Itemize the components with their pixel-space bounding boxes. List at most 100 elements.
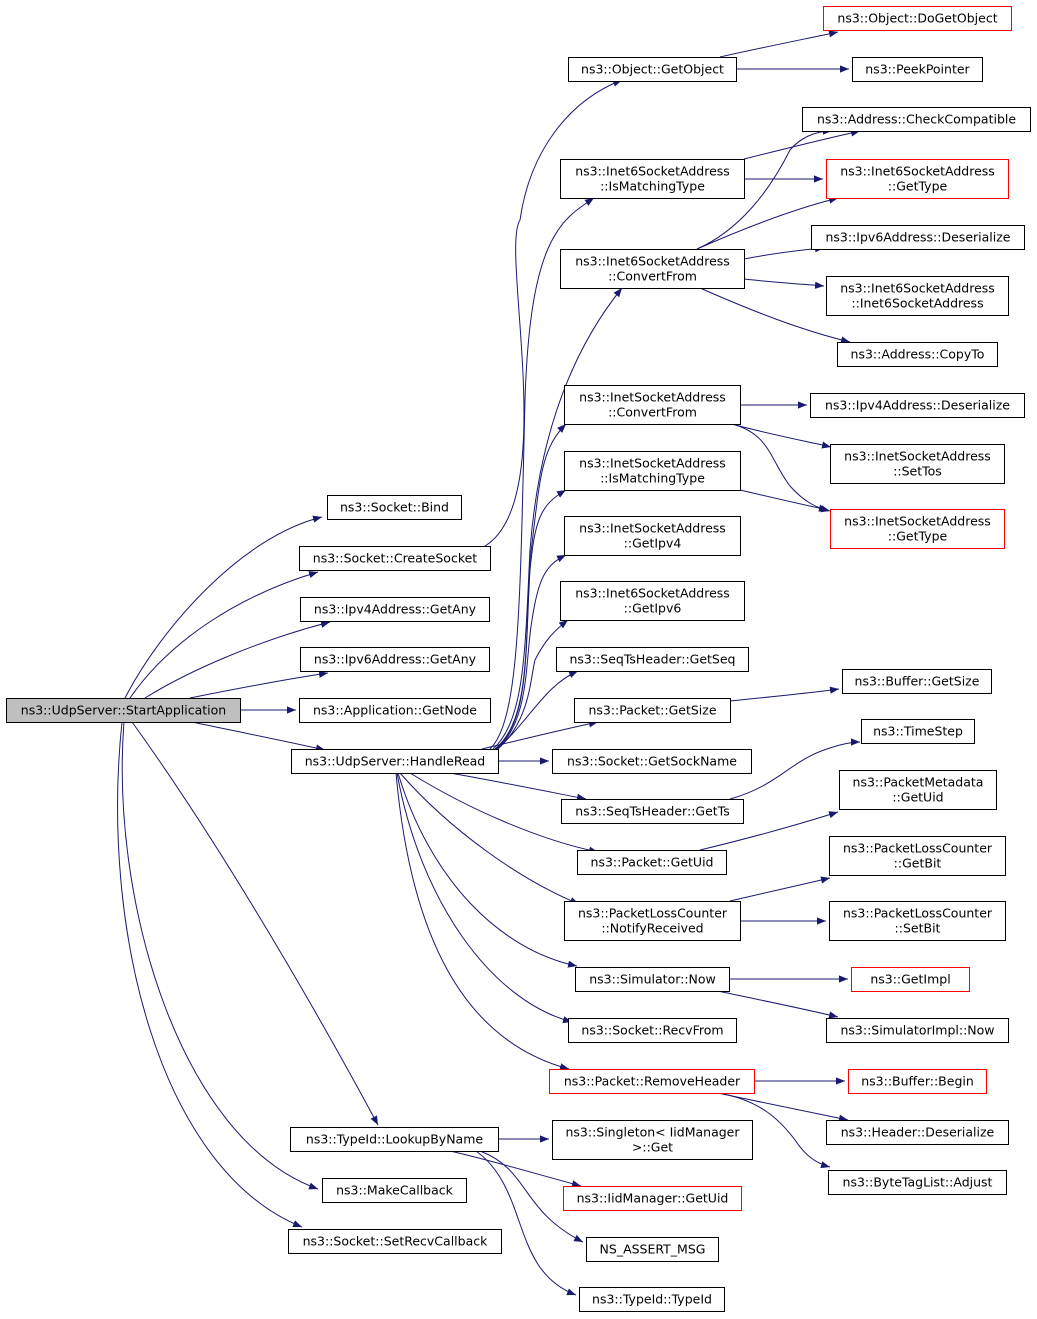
edge-handle-read-seq-getseq bbox=[496, 670, 579, 750]
node-inet-convertfrom[interactable]: ns3::InetSocketAddress::ConvertFrom bbox=[564, 385, 741, 425]
node-label: ::ConvertFrom bbox=[608, 269, 697, 284]
node-box bbox=[575, 967, 730, 992]
node-bytetaglist-adjust[interactable]: ns3::ByteTagList::Adjust bbox=[828, 1170, 1007, 1195]
node-plc-getbit[interactable]: ns3::PacketLossCounter::GetBit bbox=[829, 836, 1006, 876]
node-buffer-getsize[interactable]: ns3::Buffer::GetSize bbox=[842, 669, 992, 694]
node-seq-getts[interactable]: ns3::SeqTsHeader::GetTs bbox=[561, 799, 744, 824]
node-box bbox=[563, 1186, 742, 1211]
node-inet-getipv4[interactable]: ns3::InetSocketAddress::GetIpv4 bbox=[564, 516, 741, 556]
node-label: >::Get bbox=[632, 1140, 673, 1155]
node-label: ns3::PacketLossCounter bbox=[578, 906, 728, 921]
node-inet6-convertfrom[interactable]: ns3::Inet6SocketAddress::ConvertFrom bbox=[560, 249, 745, 289]
node-singleton-get[interactable]: ns3::Singleton< IidManager >::Get bbox=[552, 1120, 753, 1160]
node-ipv6-deserialize[interactable]: ns3::Ipv6Address::Deserialize bbox=[811, 225, 1025, 250]
node-box bbox=[568, 1018, 737, 1043]
node-create-socket[interactable]: ns3::Socket::CreateSocket bbox=[299, 546, 491, 571]
node-box bbox=[560, 581, 745, 621]
edge-inet6-convertfrom-inet6-ctor bbox=[743, 278, 825, 289]
node-box bbox=[826, 276, 1009, 316]
node-label: ::SetBit bbox=[895, 921, 941, 936]
node-simimpl-now[interactable]: ns3::SimulatorImpl::Now bbox=[826, 1018, 1009, 1043]
node-box bbox=[300, 647, 490, 672]
node-inet6-gettype[interactable]: ns3::Inet6SocketAddress::GetType bbox=[826, 159, 1009, 199]
node-plc-setbit[interactable]: ns3::PacketLossCounter::SetBit bbox=[829, 901, 1006, 941]
node-object-getobject[interactable]: ns3::Object::GetObject bbox=[568, 57, 737, 82]
node-ipv6-getany[interactable]: ns3::Ipv6Address::GetAny bbox=[300, 647, 490, 672]
node-label: ns3::Buffer::GetSize bbox=[855, 674, 980, 689]
edge-handle-read-packet-getsize bbox=[481, 720, 599, 750]
node-plc-notify[interactable]: ns3::PacketLossCounter::NotifyReceived bbox=[564, 901, 741, 941]
node-label: ns3::Inet6SocketAddress bbox=[575, 254, 730, 269]
node-ns-assert-msg[interactable]: NS_ASSERT_MSG bbox=[586, 1237, 719, 1262]
node-label: ::GetIpv4 bbox=[624, 536, 682, 551]
node-label: ns3::Object::DoGetObject bbox=[837, 11, 997, 26]
node-inet6-getipv6[interactable]: ns3::Inet6SocketAddress::GetIpv6 bbox=[560, 581, 745, 621]
node-box bbox=[826, 159, 1009, 199]
node-packet-getuid[interactable]: ns3::Packet::GetUid bbox=[577, 850, 727, 875]
node-box bbox=[300, 597, 490, 622]
node-inet-settos[interactable]: ns3::InetSocketAddress::SetTos bbox=[830, 444, 1005, 484]
node-box bbox=[842, 669, 992, 694]
node-getimpl[interactable]: ns3::GetImpl bbox=[851, 967, 970, 992]
node-box bbox=[574, 698, 731, 723]
node-seq-getseq[interactable]: ns3::SeqTsHeader::GetSeq bbox=[556, 647, 749, 672]
node-label: ::GetType bbox=[888, 179, 948, 194]
node-iidmanager-getuid[interactable]: ns3::IidManager::GetUid bbox=[563, 1186, 742, 1211]
node-box bbox=[810, 393, 1025, 418]
node-inet6-ismatching[interactable]: ns3::Inet6SocketAddress::IsMatchingType bbox=[560, 159, 745, 199]
node-pktmeta-getuid[interactable]: ns3::PacketMetadata::GetUid bbox=[839, 770, 997, 810]
node-label: ns3::PacketLossCounter bbox=[843, 906, 993, 921]
node-label: ns3::PeekPointer bbox=[865, 62, 970, 77]
edge-packet-removeheader-bytetaglist-adjust bbox=[717, 1092, 831, 1169]
node-box bbox=[830, 509, 1005, 549]
node-buffer-begin[interactable]: ns3::Buffer::Begin bbox=[848, 1069, 987, 1094]
edge-handle-read-inet-getipv4 bbox=[496, 554, 567, 750]
node-set-recv-callback[interactable]: ns3::Socket::SetRecvCallback bbox=[288, 1229, 502, 1254]
node-label: ns3::Inet6SocketAddress bbox=[840, 281, 995, 296]
node-timestep[interactable]: ns3::TimeStep bbox=[861, 719, 975, 744]
node-header-deserialize[interactable]: ns3::Header::Deserialize bbox=[826, 1120, 1009, 1145]
node-root: ns3::UdpServer::StartApplication bbox=[6, 698, 241, 723]
node-label: ns3::Socket::SetRecvCallback bbox=[303, 1234, 488, 1249]
node-label: ::GetBit bbox=[894, 856, 942, 871]
node-packet-removeheader[interactable]: ns3::Packet::RemoveHeader bbox=[549, 1069, 755, 1094]
node-object-dogetobject[interactable]: ns3::Object::DoGetObject bbox=[823, 6, 1012, 31]
node-ipv4-getany[interactable]: ns3::Ipv4Address::GetAny bbox=[300, 597, 490, 622]
node-label: ns3::Socket::RecvFrom bbox=[581, 1023, 723, 1038]
edge-lookup-by-name-ns-assert-msg bbox=[479, 1150, 584, 1243]
edge-lookup-by-name-typeid-typeid bbox=[475, 1150, 577, 1296]
node-address-checkcompat[interactable]: ns3::Address::CheckCompatible bbox=[802, 107, 1031, 132]
node-label: ::ConvertFrom bbox=[608, 405, 697, 420]
edge-inet6-convertfrom-address-checkcompat bbox=[696, 127, 833, 250]
edge-handle-read-packet-getuid bbox=[409, 772, 599, 854]
edge-root-ipv6-getany bbox=[189, 670, 329, 699]
node-socket-recvfrom[interactable]: ns3::Socket::RecvFrom bbox=[568, 1018, 737, 1043]
node-inet-ismatching[interactable]: ns3::InetSocketAddress::IsMatchingType bbox=[564, 451, 741, 491]
node-label: ns3::GetImpl bbox=[870, 972, 950, 987]
node-label: ns3::Ipv4Address::GetAny bbox=[314, 602, 477, 617]
node-inet6-ctor[interactable]: ns3::Inet6SocketAddress::Inet6SocketAddr… bbox=[826, 276, 1009, 316]
node-app-getnode[interactable]: ns3::Application::GetNode bbox=[299, 698, 491, 723]
node-simulator-now[interactable]: ns3::Simulator::Now bbox=[575, 967, 730, 992]
edge-handle-read-inet6-ismatching bbox=[489, 197, 595, 750]
node-box bbox=[829, 901, 1006, 941]
node-label: ::GetUid bbox=[892, 790, 943, 805]
node-handle-read[interactable]: ns3::UdpServer::HandleRead bbox=[291, 749, 499, 774]
node-ipv4-deserialize[interactable]: ns3::Ipv4Address::Deserialize bbox=[810, 393, 1025, 418]
node-packet-getsize[interactable]: ns3::Packet::GetSize bbox=[574, 698, 731, 723]
node-label: ::Inet6SocketAddress bbox=[851, 296, 983, 311]
node-lookup-by-name[interactable]: ns3::TypeId::LookupByName bbox=[290, 1127, 499, 1152]
node-bind[interactable]: ns3::Socket::Bind bbox=[327, 495, 462, 520]
node-socket-getsockname[interactable]: ns3::Socket::GetSockName bbox=[552, 749, 752, 774]
node-box bbox=[564, 385, 741, 425]
node-inet-gettype[interactable]: ns3::InetSocketAddress::GetType bbox=[830, 509, 1005, 549]
node-typeid-typeid[interactable]: ns3::TypeId::TypeId bbox=[579, 1287, 725, 1312]
node-make-callback[interactable]: ns3::MakeCallback bbox=[322, 1178, 467, 1203]
edge-handle-read-plc-notify bbox=[399, 772, 580, 905]
node-box bbox=[560, 159, 745, 199]
node-address-copyto[interactable]: ns3::Address::CopyTo bbox=[837, 342, 998, 367]
node-peekpointer[interactable]: ns3::PeekPointer bbox=[852, 57, 983, 82]
call-edges bbox=[117, 30, 861, 1296]
node-label: ns3::Simulator::Now bbox=[589, 972, 716, 987]
edge-handle-read-simulator-now bbox=[397, 772, 578, 968]
